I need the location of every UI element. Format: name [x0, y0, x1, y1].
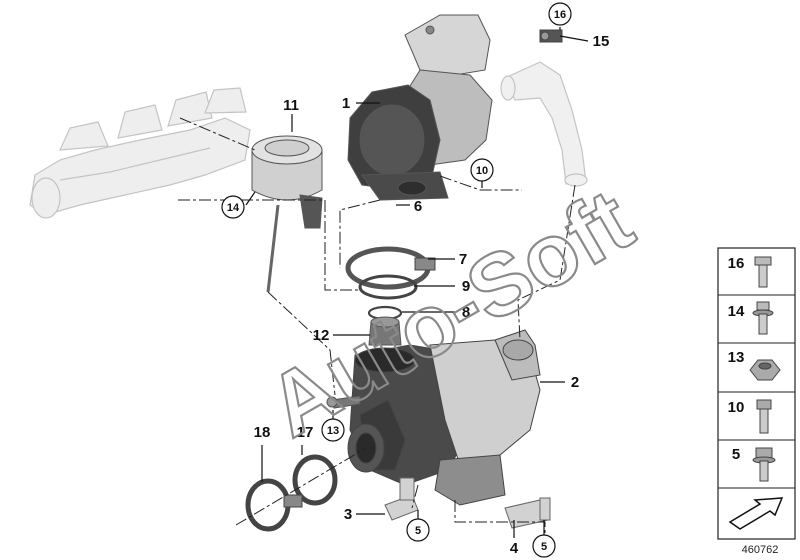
legend-row-13: 13 [728, 349, 781, 381]
svg-text:16: 16 [554, 9, 566, 21]
view-arrow-icon [728, 497, 784, 530]
circled-callout-14: 14 [221, 195, 245, 219]
callout-12: 12 [313, 327, 330, 344]
assembly-lines [178, 117, 576, 540]
bracket-part-3 [384, 477, 419, 521]
svg-text:16: 16 [728, 255, 745, 272]
legend-row-10: 10 [728, 399, 772, 434]
upper-turbocharger [347, 14, 493, 201]
circled-callout-13: 13 [321, 418, 345, 442]
callout-8: 8 [462, 304, 470, 321]
callout-3: 3 [344, 506, 352, 523]
exhaust-manifold [29, 87, 251, 219]
svg-text:5: 5 [732, 446, 740, 463]
bracket-part-4 [504, 497, 551, 529]
clamp-part-18 [245, 478, 303, 532]
callout-2: 2 [571, 374, 579, 391]
callout-6: 6 [414, 198, 422, 215]
callout-15: 15 [593, 33, 610, 50]
callout-labels: 1 2 3 4 6 7 9 8 12 11 15 17 18 [254, 33, 610, 557]
circled-callouts: 16 10 14 13 5 5 [221, 2, 572, 558]
legend-row-14: 14 [728, 301, 774, 335]
svg-text:10: 10 [728, 399, 745, 416]
hex-nut-icon [749, 359, 781, 381]
lower-turbocharger [347, 329, 541, 506]
legend-row-16: 16 [728, 255, 772, 288]
svg-text:13: 13 [728, 349, 745, 366]
circled-callout-16: 16 [548, 2, 572, 26]
svg-text:10: 10 [476, 165, 488, 177]
legend-row-5: 5 [732, 446, 776, 482]
circled-callout-10: 10 [470, 158, 494, 182]
callout-17: 17 [297, 424, 314, 441]
callout-9: 9 [462, 278, 470, 295]
intake-pipe [500, 61, 588, 187]
svg-text:13: 13 [327, 425, 339, 437]
svg-text:5: 5 [415, 525, 421, 537]
flange-bolt-icon [752, 447, 776, 482]
callout-11: 11 [283, 97, 299, 114]
bolt-washer-icon [752, 301, 774, 335]
gasket-part-17 [292, 454, 338, 506]
callout-4: 4 [510, 540, 519, 557]
hex-bolt-icon [756, 399, 772, 434]
circled-callout-5b: 5 [532, 534, 556, 558]
callout-1: 1 [342, 95, 350, 112]
wastegate-actuator [251, 135, 323, 293]
sealing-ring [358, 274, 418, 300]
fastener-legend: 16 14 13 10 [717, 247, 796, 540]
callout-18: 18 [254, 424, 271, 441]
svg-text:14: 14 [728, 303, 745, 320]
v-band-clamp [345, 246, 436, 290]
svg-text:14: 14 [227, 202, 240, 214]
sensor-part-16 [539, 29, 563, 43]
callout-7: 7 [459, 251, 467, 268]
bolt-flange-icon [754, 256, 772, 288]
document-number: 460762 [742, 544, 779, 556]
circled-callout-5a: 5 [406, 518, 430, 542]
adapter-sleeve [368, 316, 402, 346]
svg-text:5: 5 [541, 541, 547, 553]
oil-line-banjo [326, 395, 361, 409]
